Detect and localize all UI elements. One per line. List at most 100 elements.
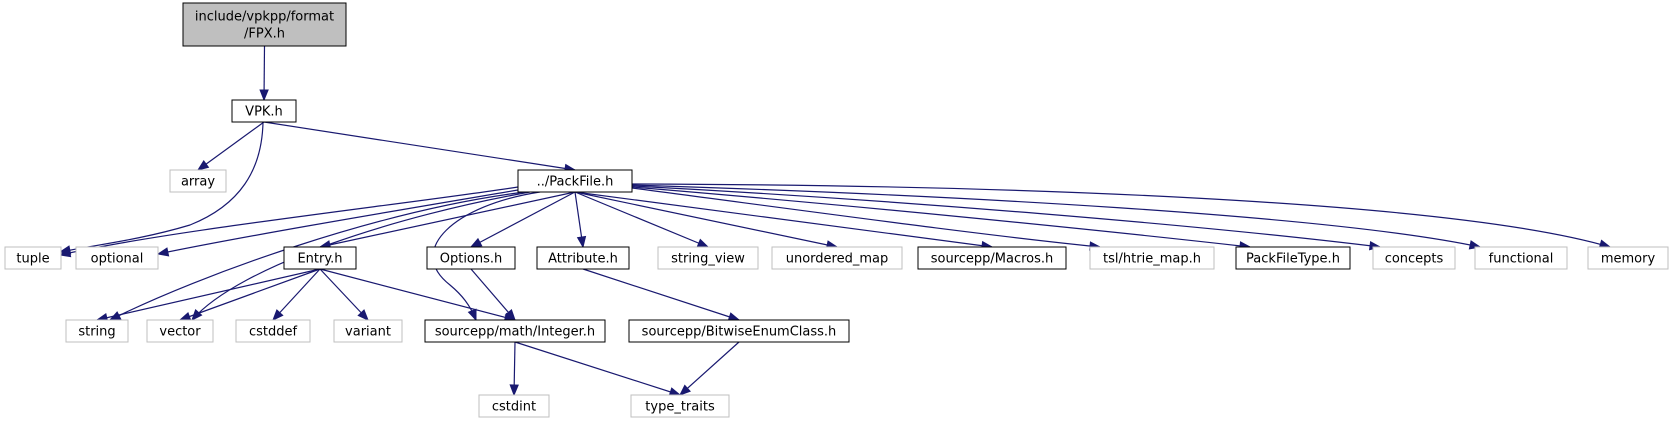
node-box	[1235, 246, 1351, 270]
node-box	[657, 246, 759, 270]
node-packfiletype[interactable]: PackFileType.h	[1235, 246, 1351, 270]
edge-bitwise-to-type_traits	[678, 341, 740, 396]
edge-packfile-to-unordered_map	[574, 191, 839, 250]
node-integer[interactable]: sourcepp/math/Integer.h	[424, 319, 606, 343]
node-box	[628, 319, 850, 343]
node-label: ../PackFile.h	[537, 175, 614, 190]
node-label: sourcepp/Macros.h	[931, 252, 1054, 267]
edge-line	[191, 191, 531, 321]
edge-line	[470, 268, 516, 321]
node-options[interactable]: Options.h	[426, 246, 516, 270]
node-label: PackFileType.h	[1246, 252, 1340, 267]
edge-line	[514, 341, 681, 396]
node-attribute[interactable]: Attribute.h	[536, 246, 630, 270]
edge-line	[582, 268, 740, 321]
node-bitwise[interactable]: sourcepp/BitwiseEnumClass.h	[628, 319, 850, 343]
edge-line	[631, 186, 1251, 248]
node-variant: variant	[333, 319, 403, 343]
node-box	[4, 246, 62, 270]
node-box	[169, 169, 227, 193]
arrow-head-icon	[196, 159, 210, 171]
edge-line	[319, 191, 576, 248]
edge-line	[679, 341, 740, 396]
node-box	[536, 246, 630, 270]
node-entry[interactable]: Entry.h	[283, 246, 357, 270]
edge-line	[631, 184, 1481, 248]
arrow-head-icon	[696, 238, 710, 248]
node-box	[424, 319, 606, 343]
node-label: type_traits	[645, 400, 715, 415]
edge-packfile-to-entry	[318, 191, 576, 250]
node-fpx[interactable]: include/vpkpp/format/FPX.h	[182, 2, 347, 47]
edge-line	[197, 121, 265, 171]
edge-packfile-to-memory	[631, 183, 1612, 249]
arrow-head-icon	[58, 248, 72, 258]
node-label: unordered_map	[786, 252, 889, 267]
arrow-head-icon	[576, 235, 587, 249]
arrow-head-icon	[272, 309, 284, 321]
arrow-head-icon	[678, 384, 691, 396]
edge-packfile-to-functional	[631, 184, 1482, 250]
edge-line	[272, 268, 321, 321]
node-label: Entry.h	[297, 252, 342, 267]
node-vpk[interactable]: VPK.h	[231, 99, 297, 123]
node-concepts: concepts	[1372, 246, 1456, 270]
node-box	[65, 319, 129, 343]
node-label: tuple	[16, 252, 49, 267]
edge-line	[109, 191, 526, 321]
node-box	[426, 246, 516, 270]
node-label: VPK.h	[245, 105, 283, 120]
node-optional: optional	[75, 246, 159, 270]
node-label: functional	[1489, 252, 1554, 267]
arrow-head-icon	[156, 247, 170, 257]
node-functional: functional	[1474, 246, 1568, 270]
node-box	[235, 319, 311, 343]
node-label: sourcepp/BitwiseEnumClass.h	[642, 325, 837, 340]
node-label: /FPX.h	[244, 27, 285, 42]
edge-line	[59, 186, 519, 256]
edge-line	[319, 268, 369, 321]
edge-line	[574, 191, 838, 248]
arrow-head-icon	[469, 237, 483, 248]
edge-entry-to-vector	[178, 268, 321, 321]
edge-line	[319, 268, 516, 321]
node-label: memory	[1601, 252, 1656, 267]
node-unordered_map: unordered_map	[771, 246, 903, 270]
edge-line	[631, 183, 1611, 248]
arrow-head-icon	[357, 309, 369, 321]
node-tuple: tuple	[4, 246, 62, 270]
edges-layer	[58, 45, 1612, 397]
edge-line	[179, 268, 321, 321]
edge-vpk-to-array	[196, 121, 265, 171]
edge-line	[157, 189, 519, 255]
node-label: include/vpkpp/format	[195, 10, 334, 25]
node-label: cstdint	[492, 400, 536, 415]
edge-line	[574, 191, 709, 248]
node-box	[283, 246, 357, 270]
node-box	[630, 394, 730, 418]
node-box	[771, 246, 903, 270]
node-cstddef: cstddef	[235, 319, 311, 343]
arrow-head-icon	[178, 311, 192, 321]
node-vector: vector	[146, 319, 214, 343]
node-label: concepts	[1385, 252, 1444, 267]
node-label: cstddef	[249, 325, 298, 340]
node-box	[1474, 246, 1568, 270]
node-macros[interactable]: sourcepp/Macros.h	[917, 246, 1067, 270]
edge-line	[470, 191, 576, 248]
node-label: variant	[345, 325, 391, 340]
edge-entry-to-integer	[319, 268, 517, 322]
edge-integer-to-type_traits	[514, 341, 682, 397]
node-box	[1372, 246, 1456, 270]
arrow-head-icon	[509, 384, 519, 397]
edge-entry-to-variant	[319, 268, 369, 321]
node-box	[1587, 246, 1669, 270]
node-box	[517, 169, 633, 193]
edge-vpk-to-packfile	[263, 121, 577, 174]
node-label: vector	[159, 325, 201, 340]
node-label: array	[181, 175, 215, 190]
node-packfile[interactable]: ../PackFile.h	[517, 169, 633, 193]
arrow-head-icon	[259, 89, 269, 102]
